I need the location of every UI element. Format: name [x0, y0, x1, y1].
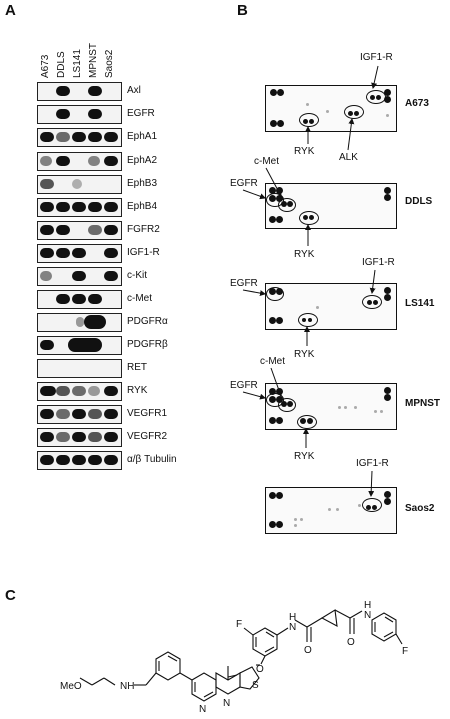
- annotation-label: IGF1-R: [362, 257, 395, 268]
- array-label: Saos2: [405, 503, 435, 514]
- blot-label: EphB3: [127, 178, 158, 189]
- blot-label: α/β Tubulin: [127, 454, 177, 465]
- annotation-arrow: [242, 189, 266, 200]
- atom-label: O: [347, 637, 355, 648]
- highlight-circle: [278, 198, 296, 212]
- blot-label: EphB4: [127, 201, 158, 212]
- atom-label: N: [223, 698, 230, 709]
- blot-strip: [37, 198, 122, 217]
- annotation-arrow: [270, 367, 283, 397]
- panel-label-b: B: [237, 2, 248, 19]
- atom-label: H: [289, 612, 296, 623]
- blot-label: RYK: [127, 385, 148, 396]
- blot-label: c-Met: [127, 293, 152, 304]
- blot-label: PDGFRα: [127, 316, 168, 327]
- annotation-label: IGF1-R: [360, 52, 393, 63]
- blot-label: RET: [127, 362, 147, 373]
- array-label: MPNST: [405, 398, 440, 409]
- blot-label: IGF1-R: [127, 247, 160, 258]
- annotation-arrow: [368, 470, 375, 497]
- atom-label: MeO: [60, 681, 82, 692]
- blot-label: EGFR: [127, 108, 155, 119]
- atom-label: S: [252, 680, 259, 691]
- highlight-circle: [362, 498, 382, 512]
- annotation-label: EGFR: [230, 278, 258, 289]
- array-label: A673: [405, 98, 429, 109]
- chemical-structure-diagram: F H N O O H N F O S N N NH MeO: [60, 600, 408, 715]
- highlight-circle: [362, 295, 382, 309]
- blot-label: Axl: [127, 85, 141, 96]
- blot-label: VEGFR1: [127, 408, 168, 419]
- atom-label: N: [289, 622, 296, 633]
- blot-strip: [37, 267, 122, 286]
- blot-strip: [37, 428, 122, 447]
- atom-label: F: [402, 646, 408, 657]
- blot-strip: [37, 152, 122, 171]
- blot-strip: [37, 313, 122, 332]
- blot-label: FGFR2: [127, 224, 160, 235]
- highlight-circle: [278, 398, 296, 412]
- blot-label: PDGFRβ: [127, 339, 168, 350]
- blot-strip: [37, 382, 122, 401]
- annotation-label: IGF1-R: [356, 458, 389, 469]
- blot-strip: [37, 82, 122, 101]
- blot-strip: [37, 451, 122, 470]
- annotation-label: EGFR: [230, 380, 258, 391]
- annotation-label: ALK: [339, 152, 358, 163]
- annotation-label: RYK: [294, 349, 315, 360]
- blot-strip: [37, 105, 122, 124]
- annotation-label: RYK: [294, 146, 315, 157]
- annotation-label: RYK: [294, 451, 315, 462]
- blot-strip: [37, 405, 122, 424]
- blot-strip: [37, 244, 122, 263]
- blot-strip: [37, 336, 122, 355]
- blot-strip: [37, 290, 122, 309]
- annotation-arrow: [265, 167, 282, 197]
- blot-strip: [37, 359, 122, 378]
- blot-label: VEGFR2: [127, 431, 168, 442]
- atom-label: O: [256, 664, 264, 675]
- array-label: LS141: [405, 298, 435, 309]
- blot-label: c-Kit: [127, 270, 147, 281]
- blot-label: EphA1: [127, 131, 158, 142]
- highlight-circle: [266, 287, 284, 301]
- atom-label: O: [304, 645, 312, 656]
- blot-strip: [37, 128, 122, 147]
- annotation-label: EGFR: [230, 178, 258, 189]
- atom-label: N: [199, 704, 206, 715]
- annotation-arrow: [371, 65, 379, 89]
- annotation-arrow: [242, 391, 266, 400]
- annotation-label: c-Met: [254, 156, 279, 167]
- atom-label: NH: [120, 681, 134, 692]
- panel-label-c: C: [5, 587, 16, 604]
- blot-label: EphA2: [127, 155, 158, 166]
- atom-label: H: [364, 600, 371, 611]
- atom-label: F: [236, 619, 242, 630]
- blot-strip: [37, 221, 122, 240]
- annotation-arrow: [242, 289, 266, 297]
- blot-strip: [37, 175, 122, 194]
- annotation-arrow: [369, 269, 376, 294]
- annotation-label: c-Met: [260, 356, 285, 367]
- atom-label: N: [364, 610, 371, 621]
- highlight-circle: [366, 90, 386, 104]
- panel-label-a: A: [5, 2, 16, 19]
- array-label: DDLS: [405, 196, 433, 207]
- annotation-label: RYK: [294, 249, 315, 260]
- annotation-arrow: [347, 118, 355, 151]
